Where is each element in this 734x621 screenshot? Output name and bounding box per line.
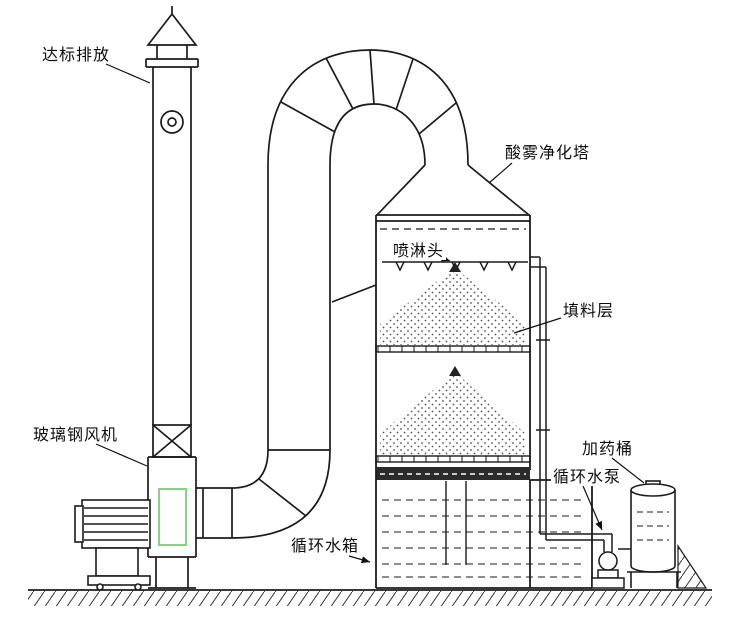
packing-layer-1-region xyxy=(375,262,531,353)
fan-inlet-highlight xyxy=(158,488,187,546)
circulating-pump-device xyxy=(591,534,631,589)
label-packing-layer: 填料层 xyxy=(563,301,615,320)
label-emission: 达标排放 xyxy=(42,45,111,64)
label-spray-head: 喷淋头 xyxy=(391,241,447,261)
leader-packing xyxy=(513,317,562,334)
leader-barrel xyxy=(611,457,645,484)
label-tower: 酸雾净化塔 xyxy=(505,143,591,162)
stack-port-circle-icon xyxy=(160,110,184,134)
packing-layer-2-region xyxy=(375,366,531,463)
ground-hatch xyxy=(28,589,712,606)
frp-fan xyxy=(74,499,151,591)
circulating-water-tank xyxy=(375,470,593,589)
rain-cap-icon xyxy=(146,6,198,59)
leader-pump xyxy=(582,485,603,531)
label-dosing-barrel: 加药桶 xyxy=(582,439,634,458)
leader-emission xyxy=(105,63,151,84)
purification-tower xyxy=(375,214,531,480)
label-fan: 玻璃钢风机 xyxy=(33,425,119,444)
leader-lines xyxy=(95,63,645,564)
leader-fan xyxy=(95,443,148,467)
leader-tower xyxy=(488,162,513,184)
main-duct xyxy=(196,49,530,539)
dosing-barrel-device xyxy=(627,480,708,589)
leader-tank xyxy=(348,555,371,564)
label-circulating-tank: 循环水箱 xyxy=(291,536,360,555)
label-circulating-pump: 循环水泵 xyxy=(551,467,624,487)
spray-riser-pipe xyxy=(530,256,612,541)
exhaust-stack xyxy=(145,6,199,589)
